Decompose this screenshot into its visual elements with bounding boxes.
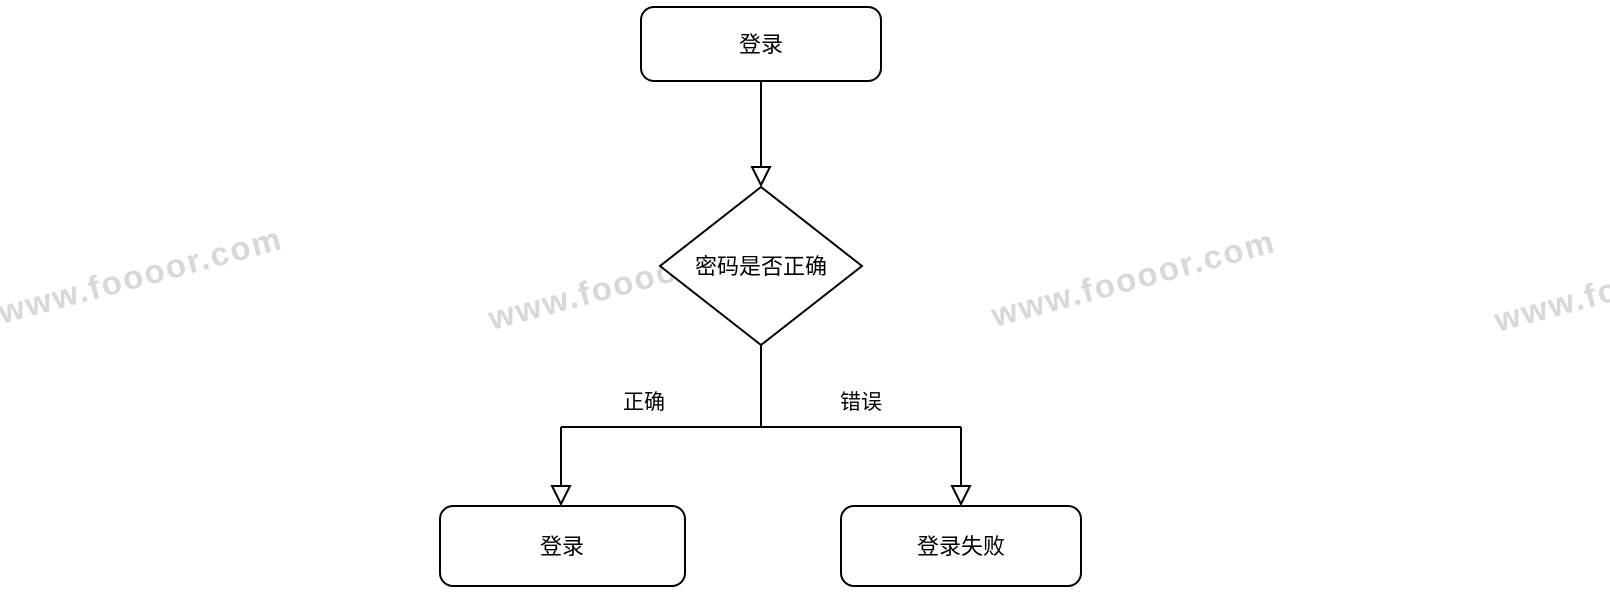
node-success: 登录 [439,505,686,587]
watermark-text: www.foooor.com [1489,227,1610,339]
arrowhead-down-icon [750,166,772,188]
decision-node-shape [658,185,864,347]
failure-node-shape [840,505,1082,587]
edge-start-decision [750,81,772,188]
decision-node-label: 密码是否正确 [695,254,827,279]
success-node-shape [439,505,686,587]
edge-label-correct: 正确 [623,391,665,414]
failure-node-label: 登录失败 [917,534,1005,559]
success-node-label: 登录 [540,534,584,559]
edge-line [560,345,962,486]
watermark-text: www.foooor.com [986,222,1279,334]
arrowhead-down-icon [550,485,572,507]
watermark-text: www.foooor.com [0,219,286,331]
arrowhead-down-icon [950,485,972,507]
node-start: 登录 [640,6,882,82]
node-failure: 登录失败 [840,505,1082,587]
node-decision: 密码是否正确 [658,185,864,347]
edge-label-wrong: 错误 [840,391,882,414]
start-node-shape [640,6,882,82]
edge-decision-branches: 正确 错误 [550,345,972,507]
start-node-label: 登录 [739,32,783,57]
